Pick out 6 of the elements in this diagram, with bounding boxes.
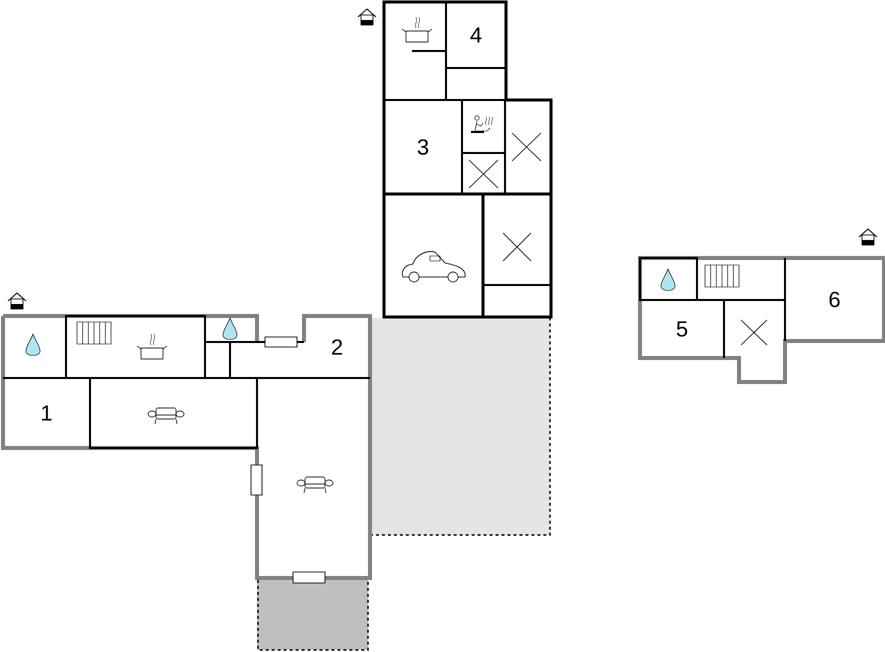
room: 3: [418, 139, 428, 155]
room: 5: [676, 321, 688, 337]
room: 6: [830, 292, 840, 308]
room: 2: [332, 339, 342, 355]
room: 4: [470, 27, 482, 43]
room: 1: [42, 405, 52, 421]
